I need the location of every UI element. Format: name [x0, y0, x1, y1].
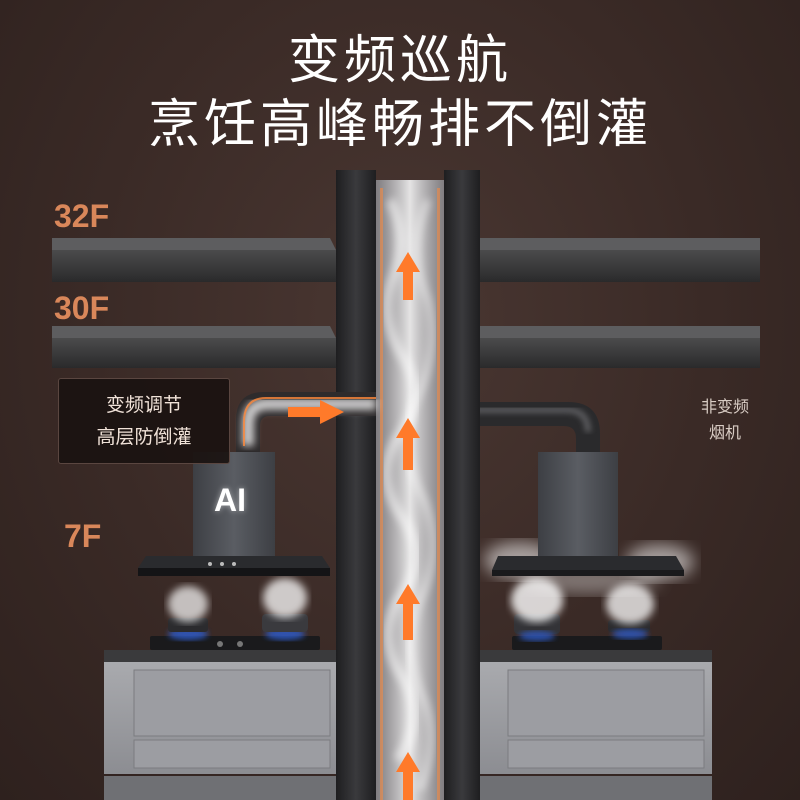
inverter-duct: [236, 392, 376, 452]
floor-label-7f: 7F: [64, 518, 102, 554]
floor-label-30f: 30F: [54, 290, 110, 326]
inverter-range-hood: [138, 452, 330, 576]
right-arrow-icon: [288, 400, 344, 424]
non-inverter-label: 非变频 烟机: [690, 394, 760, 446]
non-inverter-label-line-1: 非变频: [700, 397, 749, 416]
right-kitchen-cabinet: [472, 650, 712, 800]
left-gas-stove: [150, 614, 320, 650]
callout-line-2: 高层防倒灌: [96, 426, 192, 448]
left-kitchen-cabinet: [104, 650, 336, 800]
floor-slab-32f: [52, 238, 760, 282]
headline-line-2: 烹饪高峰畅排不倒灌: [147, 95, 652, 155]
non-inverter-range-hood: [492, 452, 684, 576]
floor-slab-30f: [52, 326, 760, 368]
central-flue-shaft: [336, 170, 480, 800]
callout-line-1: 变频调节: [105, 394, 182, 416]
non-inverter-duct: [455, 402, 600, 452]
inverter-callout: 变频调节 高层防倒灌: [58, 378, 230, 464]
ai-badge: AI: [214, 482, 246, 518]
non-inverter-label-line-2: 烟机: [708, 423, 741, 442]
floor-label-32f: 32F: [54, 198, 110, 234]
headline-line-1: 变频巡航: [287, 31, 512, 91]
up-arrow-icon: [396, 252, 420, 800]
